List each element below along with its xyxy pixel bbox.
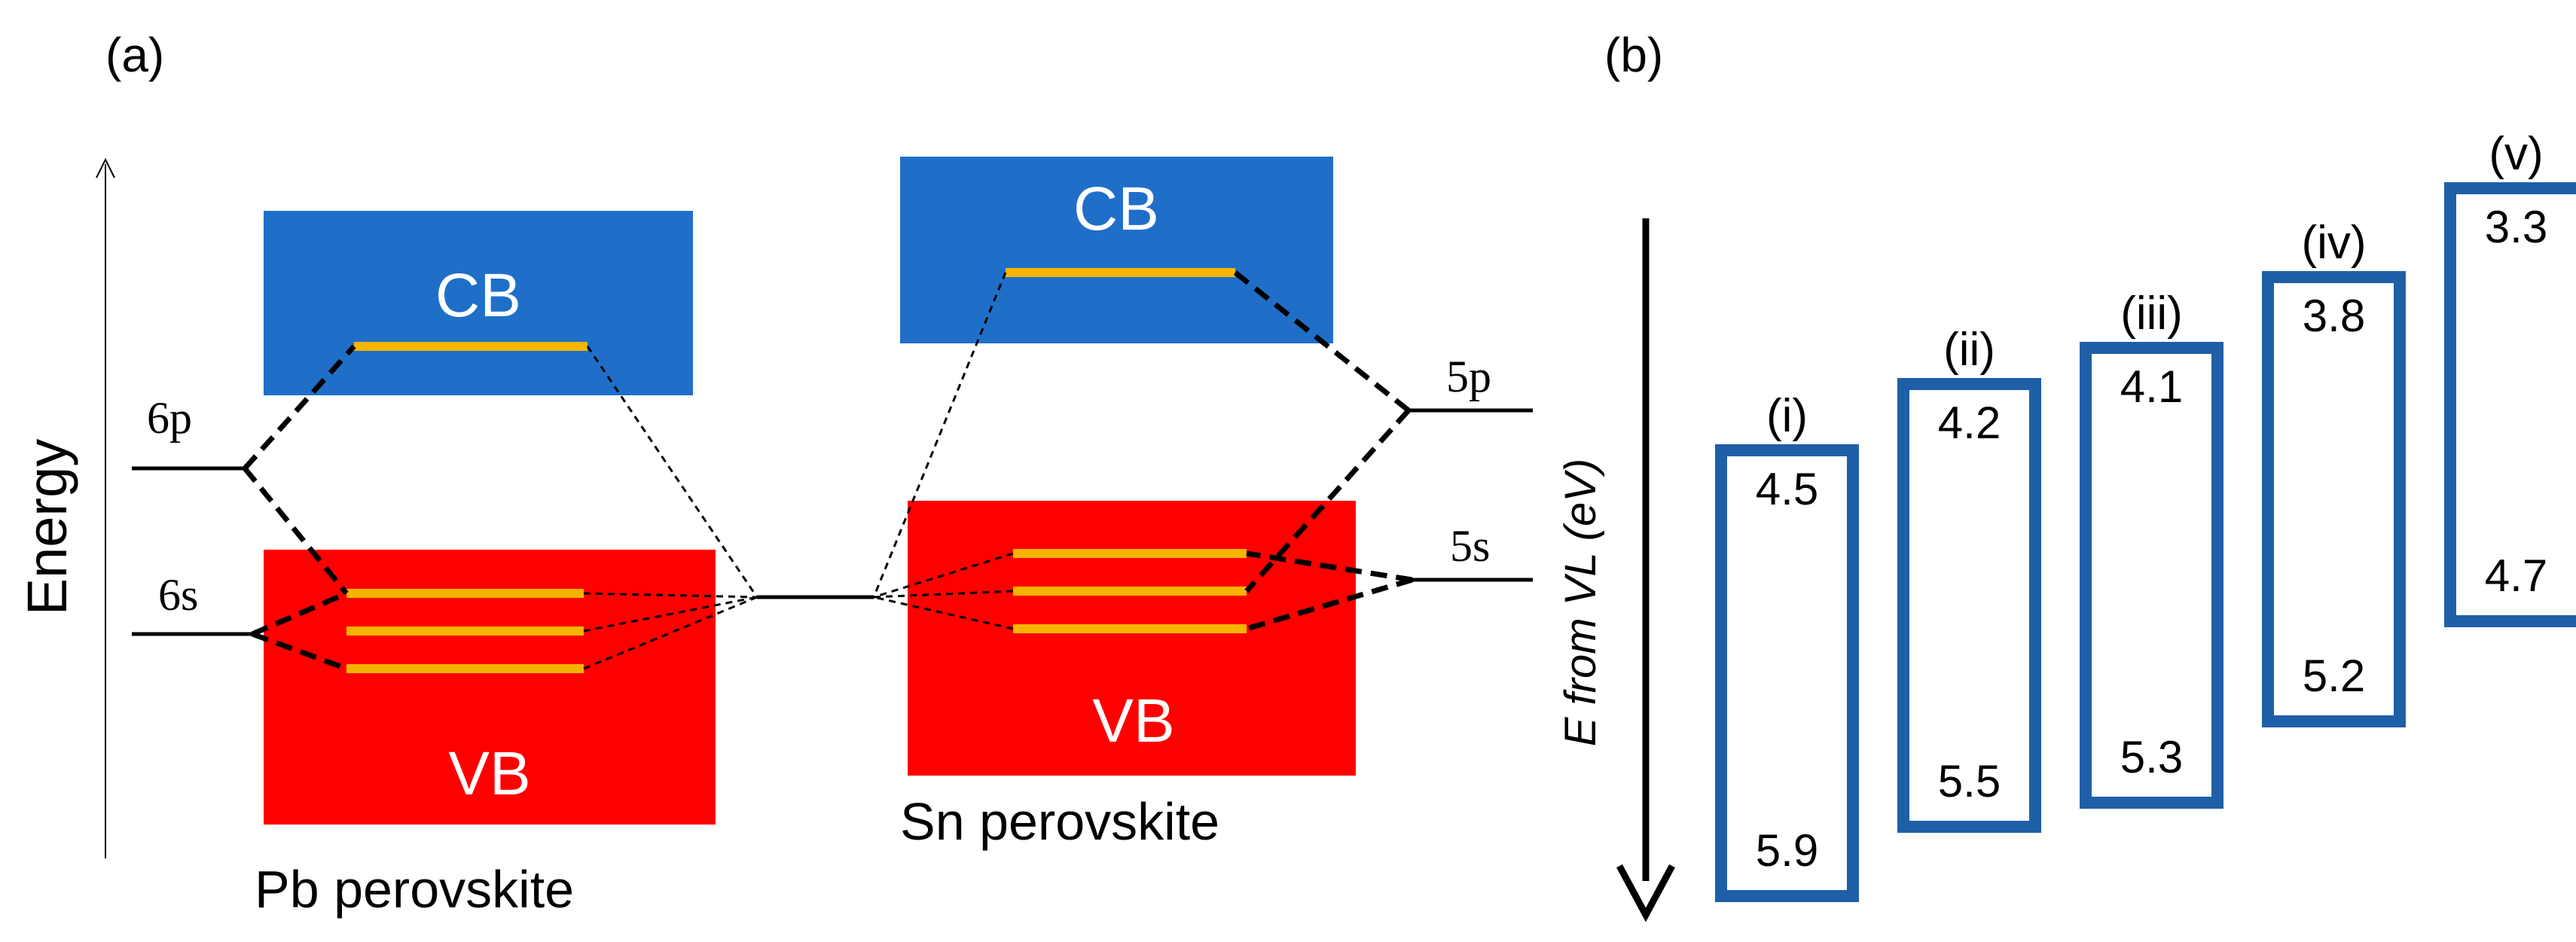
energy-scale-arrowhead bbox=[1616, 864, 1675, 922]
vb-energy-value: 5.3 bbox=[2120, 732, 2183, 782]
energy-axis-label: Energy bbox=[16, 439, 78, 615]
pb-cb-label: CB bbox=[435, 261, 521, 330]
vb-energy-value: 5.9 bbox=[1756, 825, 1818, 876]
band-box-label: (v) bbox=[2489, 128, 2543, 180]
sn-cb-band bbox=[900, 157, 1333, 343]
bonding-lines-thick bbox=[243, 270, 1413, 672]
panel-a-label: (a) bbox=[105, 28, 164, 82]
band-box-label: (i) bbox=[1766, 390, 1808, 442]
sn-5p-label: 5p bbox=[1446, 352, 1491, 401]
band-box-label: (iii) bbox=[2120, 288, 2183, 340]
panel-b-label: (b) bbox=[1604, 28, 1663, 82]
vb-energy-value: 4.7 bbox=[2485, 550, 2547, 601]
band-box bbox=[1715, 444, 1859, 902]
energy-scale-label: E from VL (eV) bbox=[1556, 459, 1605, 747]
cb-energy-value: 4.1 bbox=[2120, 361, 2183, 412]
band-box-label: (iv) bbox=[2301, 217, 2366, 269]
sn-vb-band bbox=[908, 501, 1356, 776]
cb-energy-value: 3.8 bbox=[2303, 291, 2365, 341]
bonding-lines-thin bbox=[583, 272, 1014, 670]
sn-vb-label: VB bbox=[1092, 687, 1174, 755]
pb-vb-label: VB bbox=[448, 739, 530, 808]
band-box bbox=[2444, 182, 2576, 627]
cb-energy-value: 4.2 bbox=[1938, 398, 2001, 448]
cb-energy-value: 3.3 bbox=[2485, 202, 2547, 252]
pb-caption: Pb perovskite bbox=[255, 860, 574, 919]
band-box bbox=[2080, 342, 2223, 809]
vb-energy-value: 5.2 bbox=[2303, 651, 2365, 701]
cb-energy-value: 4.5 bbox=[1756, 464, 1818, 514]
band-box bbox=[2262, 271, 2406, 727]
panel-b: (b) E from VL (eV) (i)4.55.9(ii)4.25.5(i… bbox=[1556, 28, 2576, 922]
panel-a: (a) Energy CB VB CB VB 6p 6s 5p 5s bbox=[16, 28, 1533, 919]
pb-6s-label: 6s bbox=[158, 570, 198, 620]
band-box-label: (ii) bbox=[1943, 324, 1995, 376]
sn-5s-label: 5s bbox=[1450, 521, 1490, 571]
sn-caption: Sn perovskite bbox=[900, 792, 1219, 851]
energy-axis-arrowhead bbox=[96, 157, 115, 178]
band-box bbox=[1897, 378, 2041, 833]
sn-cb-label: CB bbox=[1073, 175, 1159, 243]
pb-6p-label: 6p bbox=[147, 393, 192, 443]
band-alignment-boxes: (i) 4.5 5.9 (ii) 4.2 5.5 (iii) 4.1 5.3 (iv) 3.8 5.2… bbox=[1715, 128, 2576, 902]
vb-energy-value: 5.5 bbox=[1938, 756, 2001, 806]
